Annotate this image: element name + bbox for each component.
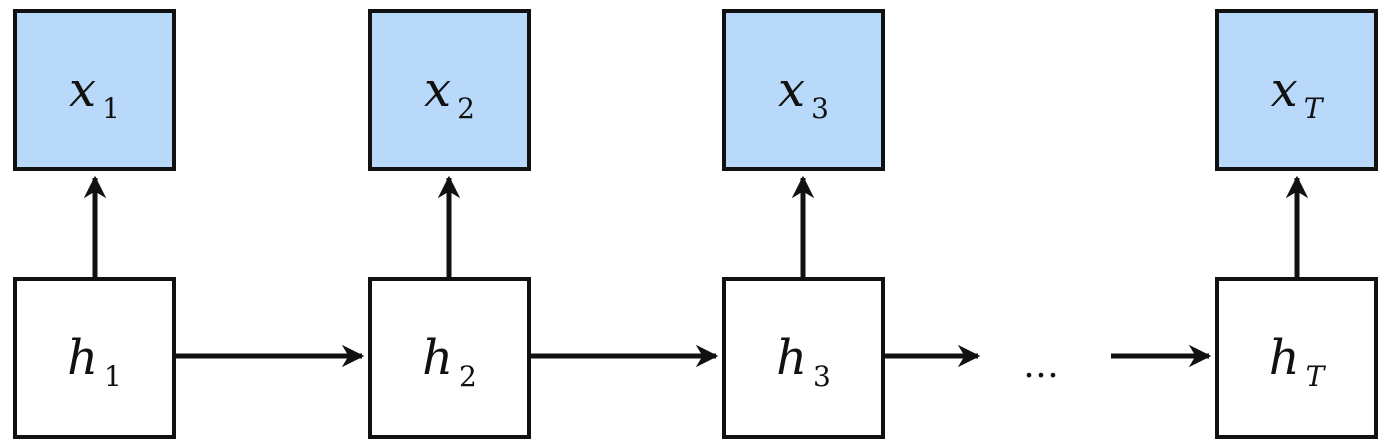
observation-subscript: 3 bbox=[811, 92, 829, 125]
hidden-symbol: h bbox=[776, 330, 808, 386]
hidden-subscript: 2 bbox=[459, 360, 477, 393]
sequence-ellipsis: … bbox=[1023, 345, 1061, 386]
hidden-subscript: 3 bbox=[813, 360, 831, 393]
hidden-symbol: h bbox=[67, 330, 99, 386]
hidden-symbol: h bbox=[1268, 330, 1300, 386]
hidden-subscript: 1 bbox=[104, 360, 122, 393]
observation-subscript: 1 bbox=[102, 92, 120, 125]
observation-symbol: x bbox=[778, 62, 806, 118]
observation-symbol: x bbox=[424, 62, 452, 118]
observation-subscript: 2 bbox=[457, 92, 475, 125]
observation-symbol: x bbox=[1270, 62, 1298, 118]
hidden-symbol: h bbox=[422, 330, 454, 386]
observation-symbol: x bbox=[69, 62, 97, 118]
observation-subscript: T bbox=[1303, 92, 1323, 125]
hidden-subscript: T bbox=[1305, 360, 1325, 393]
